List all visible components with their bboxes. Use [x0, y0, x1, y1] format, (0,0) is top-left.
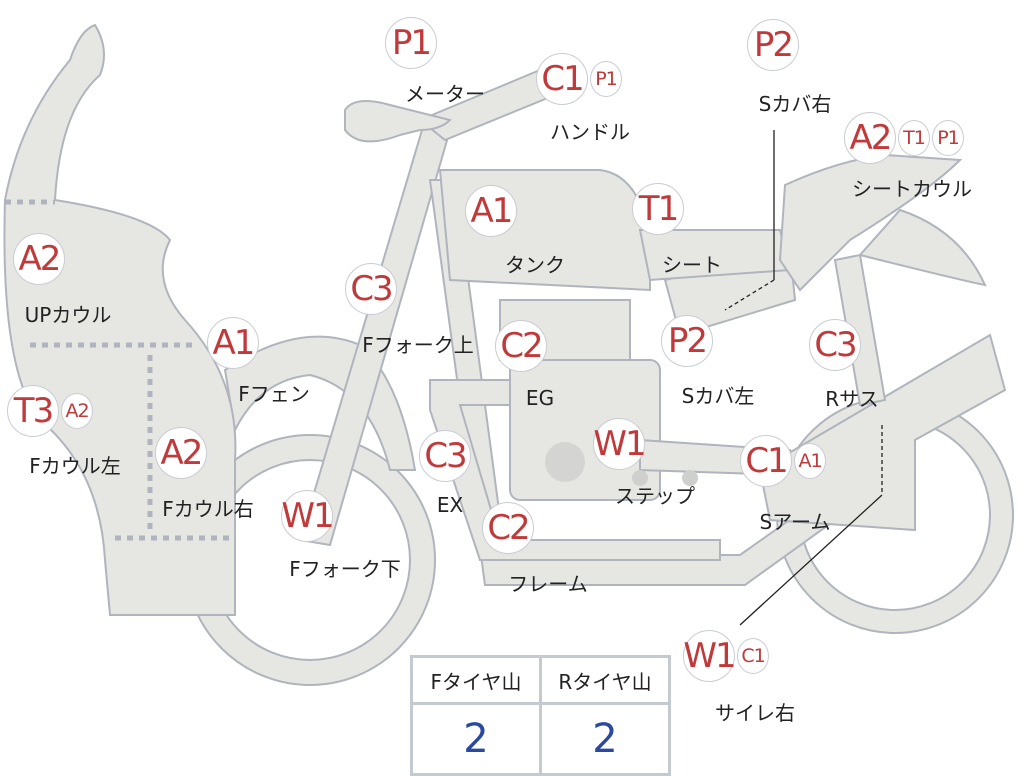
part-exhaust-grade: C3 [419, 430, 471, 482]
grade-badge: A2 [61, 393, 93, 429]
part-side-cover-right-grade: P2 [747, 19, 799, 71]
grade-badge: T3 [7, 385, 59, 437]
grade-badge: C3 [345, 263, 397, 315]
grade-badge: C2 [495, 320, 547, 372]
grade-badge: C1 [740, 435, 792, 487]
part-upper-cowl-label: UPカウル [24, 303, 112, 327]
grade-badge: T1 [632, 183, 684, 235]
grade-badge: W1 [593, 418, 647, 470]
part-silencer-right-label: サイレ右 [715, 701, 795, 725]
part-fork-lower-grade: W1 [281, 490, 335, 542]
front-tire-header: Fタイヤ山 [410, 655, 542, 705]
part-meter-label: メーター [405, 82, 485, 106]
grade-badge: P2 [661, 315, 713, 367]
grade-badge: C3 [419, 430, 471, 482]
part-front-cowl-right-grade: A2 [155, 427, 207, 479]
grade-badge: P2 [747, 19, 799, 71]
part-front-cowl-right-label: Fカウル右 [162, 497, 254, 521]
part-upper-cowl-grade: A2 [13, 233, 65, 285]
grade-badge: C1 [536, 53, 588, 105]
part-swing-arm-label: Sアーム [759, 510, 831, 534]
front-tire-value: 2 [410, 702, 542, 776]
part-fork-upper-grade: C3 [345, 263, 397, 315]
part-step-label: ステップ [615, 484, 695, 508]
seat-cowl [778, 153, 963, 292]
part-seat-grade: T1 [632, 183, 684, 235]
meter [344, 100, 452, 143]
part-fork-upper-label: Fフォーク上 [362, 333, 474, 357]
grade-badge: W1 [281, 490, 335, 542]
part-side-cover-left-grade: P2 [661, 315, 713, 367]
rear-tire-value: 2 [539, 702, 671, 776]
grade-badge: A1 [465, 185, 517, 237]
part-engine-grade: C2 [495, 320, 547, 372]
part-exhaust-label: EX [436, 493, 464, 517]
grade-badge: C2 [482, 502, 534, 554]
part-frame-label: フレーム [508, 572, 588, 596]
part-front-fender-label: Fフェン [238, 382, 310, 406]
part-front-cowl-left-label: Fカウル左 [29, 454, 121, 478]
part-side-cover-right-label: Sカバ右 [758, 92, 832, 116]
part-rear-shock-label: Rサス [825, 387, 879, 411]
part-rear-shock-grade: C3 [809, 319, 861, 371]
grade-badge: P1 [385, 17, 437, 69]
part-handlebar-label: ハンドル [550, 120, 630, 144]
grade-badge: P1 [932, 120, 964, 156]
grade-badge: A1 [207, 317, 259, 369]
grade-badge: W1 [683, 630, 737, 682]
rear-tire-header: Rタイヤ山 [539, 655, 671, 705]
part-fork-lower-label: Fフォーク下 [289, 557, 401, 581]
part-meter-grade: P1 [385, 17, 437, 69]
grade-badge: P1 [590, 61, 622, 97]
part-tank-grade: A1 [465, 185, 517, 237]
part-frame-grade: C2 [482, 502, 534, 554]
part-step-grade: W1 [593, 418, 647, 470]
grade-badge: C3 [809, 319, 861, 371]
part-tank-label: タンク [505, 253, 565, 277]
grade-badge: A1 [794, 443, 826, 479]
grade-badge: C1 [737, 638, 769, 674]
part-side-cover-left-label: Sカバ左 [681, 384, 755, 408]
grade-badge: A2 [844, 112, 896, 164]
grade-badge: A2 [155, 427, 207, 479]
grade-badge: A2 [13, 233, 65, 285]
part-engine-label: EG [525, 386, 555, 410]
part-seat-cowl-label: シートカウル [852, 177, 972, 201]
tire-tread-table: Fタイヤ山 Rタイヤ山 2 2 [410, 655, 671, 776]
part-front-fender-grade: A1 [207, 317, 259, 369]
part-seat-label: シート [662, 253, 722, 277]
grade-badge: T1 [898, 120, 930, 156]
